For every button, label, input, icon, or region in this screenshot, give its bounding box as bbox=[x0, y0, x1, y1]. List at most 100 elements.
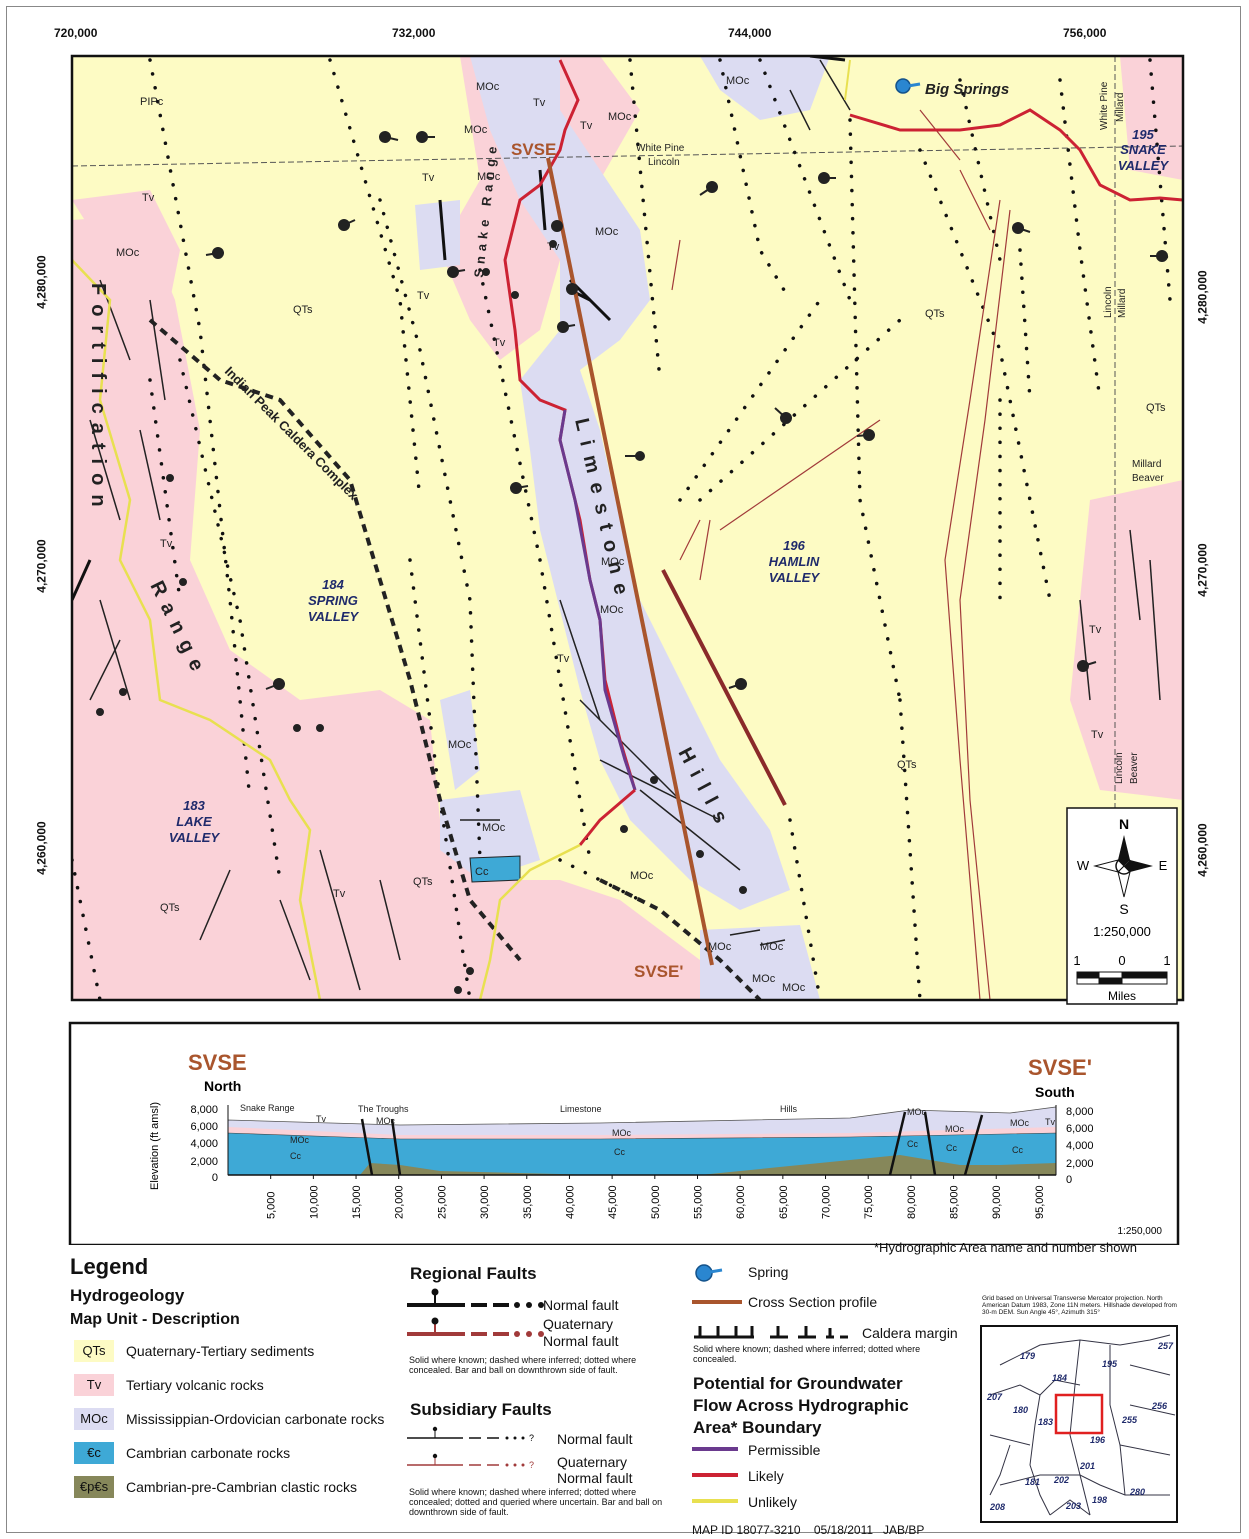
svg-text:Cc: Cc bbox=[290, 1151, 301, 1161]
inset-locator-map[interactable]: 179 195 257 184 207 180 183 256 255 196 … bbox=[980, 1325, 1178, 1525]
section-ylabel: Elevation (ft amsl) bbox=[149, 1102, 161, 1190]
svg-text:?: ? bbox=[529, 1433, 534, 1443]
svg-text:Tv: Tv bbox=[580, 120, 593, 132]
svg-text:MOc: MOc bbox=[376, 1116, 395, 1126]
svg-text:198: 198 bbox=[1092, 1495, 1107, 1505]
svg-text:2,000: 2,000 bbox=[1066, 1158, 1094, 1170]
page-frame bbox=[6, 6, 1241, 1533]
svg-text:Cc: Cc bbox=[475, 866, 489, 878]
svg-text:Cc: Cc bbox=[946, 1143, 957, 1153]
svg-text:Tv: Tv bbox=[557, 653, 570, 665]
svg-text:E: E bbox=[1159, 858, 1168, 873]
svg-text:Limestone: Limestone bbox=[560, 1104, 602, 1114]
svg-text:179: 179 bbox=[1020, 1351, 1035, 1361]
spring-legend-icon bbox=[695, 1264, 713, 1282]
svg-text:QTs: QTs bbox=[413, 876, 433, 888]
svg-text:MOc: MOc bbox=[290, 1135, 309, 1145]
label-beaver-v: Beaver bbox=[1129, 752, 1140, 784]
svg-text:255: 255 bbox=[1121, 1415, 1138, 1425]
geologic-map[interactable]: PIPc QTs QTs QTs QTs QTs QTs Tv Tv Tv Tv… bbox=[0, 0, 1249, 1010]
svg-text:The Troughs: The Troughs bbox=[358, 1104, 409, 1114]
section-y-ticks: 8,000 6,000 4,000 2,000 0 8,000 6,000 4,… bbox=[190, 1104, 1093, 1186]
north-arrow-icon bbox=[1093, 835, 1153, 898]
moc-area-snake bbox=[415, 200, 460, 270]
svg-text:183: 183 bbox=[183, 798, 205, 813]
svg-text:0: 0 bbox=[1118, 953, 1125, 968]
legend-unlikely: Unlikely bbox=[748, 1494, 798, 1510]
svg-text:MOc: MOc bbox=[945, 1124, 964, 1134]
potential-title-line-3: Area* Boundary bbox=[693, 1418, 822, 1437]
svg-text:Tv: Tv bbox=[547, 241, 560, 253]
label-svse: SVSE bbox=[511, 140, 556, 159]
svg-text:VALLEY: VALLEY bbox=[169, 830, 221, 845]
svg-text:4,000: 4,000 bbox=[1066, 1140, 1094, 1152]
svg-text:PIPc: PIPc bbox=[140, 96, 164, 108]
svg-text:MOc: MOc bbox=[708, 941, 732, 953]
scale-bar bbox=[1076, 971, 1168, 985]
svg-text:Tv: Tv bbox=[417, 290, 430, 302]
section-x-tick-label: 65,000 bbox=[778, 1185, 790, 1219]
svg-text:Cc: Cc bbox=[614, 1147, 625, 1157]
subsidiary-note: Solid where known; dashed where inferred… bbox=[409, 1487, 663, 1517]
label-white-pine: White Pine bbox=[636, 143, 685, 154]
section-x-tick-label: 60,000 bbox=[735, 1185, 747, 1219]
label-beaver-h: Beaver bbox=[1132, 473, 1164, 484]
section-x-tick-label: 20,000 bbox=[394, 1185, 406, 1219]
svg-text:0: 0 bbox=[1066, 1174, 1072, 1186]
easting-tick-3: 744,000 bbox=[728, 26, 772, 40]
section-scale: 1:250,000 bbox=[1118, 1226, 1163, 1237]
svg-text:Tv: Tv bbox=[1091, 729, 1104, 741]
section-x-tick-label: 85,000 bbox=[949, 1185, 961, 1219]
svg-text:MOc: MOc bbox=[482, 822, 506, 834]
regional-quaternary-normal: Normal fault bbox=[543, 1333, 619, 1349]
svg-text:184: 184 bbox=[1052, 1373, 1067, 1383]
easting-tick-1: 720,000 bbox=[54, 26, 98, 40]
svg-text:Miles: Miles bbox=[1108, 989, 1136, 1003]
svg-text:SNAKE: SNAKE bbox=[1120, 142, 1166, 157]
spring-icon[interactable] bbox=[895, 78, 911, 94]
fault-ball-symbols bbox=[96, 131, 1168, 994]
svg-text:Tv: Tv bbox=[1045, 1117, 1055, 1127]
svg-text:MOc: MOc bbox=[752, 973, 776, 985]
regional-faults-title: Regional Faults bbox=[410, 1264, 537, 1283]
label-big-springs: Big Springs bbox=[925, 81, 1009, 98]
svg-text:MOc: MOc bbox=[116, 247, 140, 259]
regional-note: Solid where known; dashed where inferred… bbox=[409, 1355, 637, 1375]
legend-title: Legend bbox=[70, 1254, 149, 1279]
compass-box: N S W E 1:250,000 1 0 1 Miles bbox=[1066, 807, 1178, 1005]
svg-text:N: N bbox=[1119, 816, 1129, 832]
svg-text:Cc: Cc bbox=[1012, 1145, 1023, 1155]
svg-text:MOc: MOc bbox=[464, 124, 488, 136]
svg-text:4,000: 4,000 bbox=[190, 1138, 218, 1150]
cross-section[interactable]: SVSE North SVSE' South Elevation (ft ams… bbox=[0, 1015, 1249, 1245]
section-x-tick-label: 10,000 bbox=[308, 1185, 320, 1219]
svg-text:180: 180 bbox=[1013, 1405, 1028, 1415]
svg-text:184: 184 bbox=[322, 577, 344, 592]
svg-text:Tv: Tv bbox=[142, 192, 155, 204]
potential-title-line-2: Flow Across Hydrographic bbox=[693, 1396, 909, 1415]
caldera-margin bbox=[148, 318, 762, 1000]
section-x-tick-label: 70,000 bbox=[821, 1185, 833, 1219]
section-top-labels: Snake Range The Troughs Limestone Hills bbox=[240, 1103, 797, 1114]
caldera-note: Solid where known; dashed where inferred… bbox=[693, 1344, 921, 1364]
svg-text:MOc: MOc bbox=[630, 870, 654, 882]
svg-text:1: 1 bbox=[1163, 953, 1170, 968]
easting-tick-4: 756,000 bbox=[1063, 26, 1107, 40]
map-neatline bbox=[70, 54, 1185, 1002]
unit-swatch: €c bbox=[74, 1442, 114, 1464]
spring-icon-tail bbox=[907, 82, 921, 88]
unit-swatch: QTs bbox=[74, 1340, 114, 1362]
tv-area-west bbox=[72, 215, 760, 1000]
svg-text:QTs: QTs bbox=[160, 902, 180, 914]
svg-text:Tv: Tv bbox=[333, 888, 346, 900]
moc-area-mid bbox=[440, 690, 480, 790]
svg-text:2,000: 2,000 bbox=[190, 1156, 218, 1168]
moc-limestone-hills bbox=[470, 56, 790, 910]
label-millard-h: Millard bbox=[1132, 459, 1161, 470]
potential-title-line-1: Potential for Groundwater bbox=[693, 1374, 903, 1393]
svg-text:MOc: MOc bbox=[907, 1107, 926, 1117]
svg-text:Tv: Tv bbox=[533, 97, 546, 109]
regional-fault-hamlin bbox=[661, 569, 787, 806]
svg-text:1: 1 bbox=[1073, 953, 1080, 968]
regional-quaternary: Quaternary bbox=[543, 1316, 614, 1332]
